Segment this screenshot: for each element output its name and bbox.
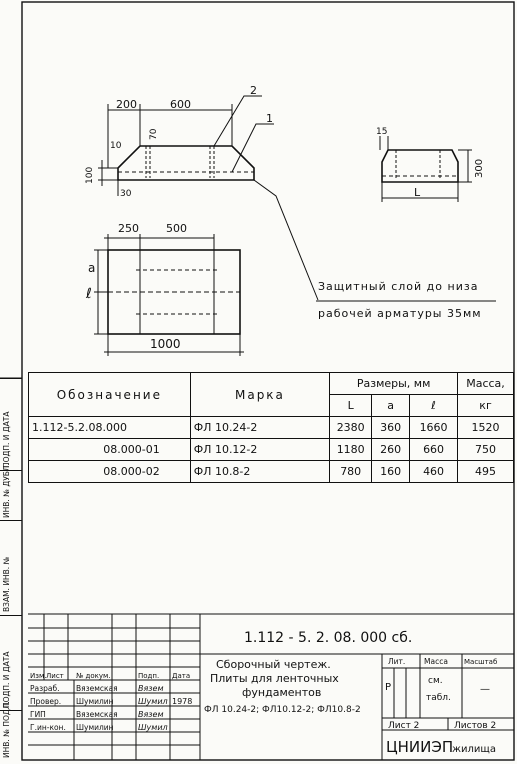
name-2: Вяземская (76, 710, 118, 719)
row-mark: ФЛ 10.24-2 (189, 416, 331, 439)
table-row: 08.000-02 ФЛ 10.8-2 780 160 460 495 (28, 460, 514, 483)
row-L: 780 (329, 460, 373, 483)
date-1: 1978 (172, 697, 192, 706)
sheets-label: Листов 2 (454, 721, 496, 731)
title-line-2: Плиты для ленточных (210, 672, 339, 685)
label-a: a (88, 261, 95, 275)
drawing-views: 200 600 10 70 100 30 2 1 15 300 L 250 50… (85, 84, 496, 356)
role-3: Г.ин-кон. (30, 723, 66, 732)
scale-label: Масштаб (464, 658, 497, 666)
row-designation: 08.000-02 (28, 460, 191, 483)
row-l: 460 (409, 460, 459, 483)
note-line-1: Защитный слой до низа (318, 280, 479, 293)
dim-30: 30 (120, 189, 132, 199)
sign-2: Вязем (138, 710, 164, 719)
sign-3: Шумил (138, 723, 168, 732)
mass-value-2: табл. (426, 693, 451, 703)
col-izm: Изм. (30, 672, 46, 680)
org-small: жилища (452, 744, 496, 755)
mass-label: Масса (424, 657, 448, 666)
name-0: Вяземская (76, 684, 118, 693)
label-L: L (414, 186, 421, 199)
scale-value: — (480, 684, 490, 695)
col-date: Дата (172, 672, 190, 680)
dim-15: 15 (376, 127, 387, 137)
row-l: 1660 (409, 416, 459, 439)
side-strip-divider-1 (0, 378, 22, 379)
col-doc: № докум. (76, 672, 111, 680)
role-0: Разраб. (30, 684, 59, 693)
table-row: 1.112-5.2.08.000 ФЛ 10.24-2 2380 360 166… (28, 416, 514, 439)
title-line-1: Сборочный чертеж. (216, 658, 331, 671)
side-strip-divider-4 (0, 615, 22, 616)
side-strip-divider-5 (0, 710, 22, 711)
dim-70: 70 (149, 128, 159, 140)
callout-1: 1 (266, 112, 273, 125)
table-row: 08.000-01 ФЛ 10.12-2 1180 260 660 750 (28, 438, 514, 461)
side-strip-divider-3 (0, 520, 22, 521)
sign-1: Шумил (138, 697, 168, 706)
callout-2: 2 (250, 84, 257, 97)
dim-10: 10 (110, 141, 122, 151)
name-3: Шумилин (76, 723, 114, 732)
note-line-2: рабочей арматуры 35мм (318, 307, 482, 320)
name-1: Шумилин (76, 697, 114, 706)
dim-250: 250 (118, 222, 139, 235)
dim-1000: 1000 (150, 337, 181, 351)
doc-code: 1.112 - 5. 2. 08. 000 сб. (244, 630, 412, 646)
title-line-3: фундаментов (242, 686, 321, 699)
row-a: 160 (371, 460, 411, 483)
org-big: ЦНИИЭП (386, 738, 453, 756)
mass-value-1: см. (428, 676, 443, 686)
dim-200: 200 (116, 98, 137, 111)
row-a: 360 (371, 416, 411, 439)
dim-600: 600 (170, 98, 191, 111)
row-mark: ФЛ 10.8-2 (189, 460, 331, 483)
title-line-4: ФЛ 10.24-2; ФЛ10.12-2; ФЛ10.8-2 (204, 705, 361, 715)
col-list: Лист (46, 672, 64, 680)
dim-500: 500 (166, 222, 187, 235)
header-sizes: Размеры, мм (329, 372, 459, 395)
sign-0: Вязем (138, 684, 164, 693)
sheet-label: Лист 2 (388, 721, 419, 731)
header-mass: Масса, (457, 372, 514, 395)
role-2: ГИП (30, 710, 46, 719)
specification-table: Обозначение Марка Размеры, мм Масса, L a… (28, 372, 514, 483)
dim-100: 100 (85, 167, 95, 184)
row-mass: 495 (457, 460, 514, 483)
label-l: ℓ (85, 286, 92, 302)
dim-300: 300 (474, 159, 485, 178)
col-sign: Подп. (138, 672, 159, 680)
lit-value: Р (385, 682, 391, 693)
side-strip-divider-2 (0, 470, 22, 471)
role-1: Провер. (30, 697, 61, 706)
lit-label: Лит. (388, 657, 405, 666)
